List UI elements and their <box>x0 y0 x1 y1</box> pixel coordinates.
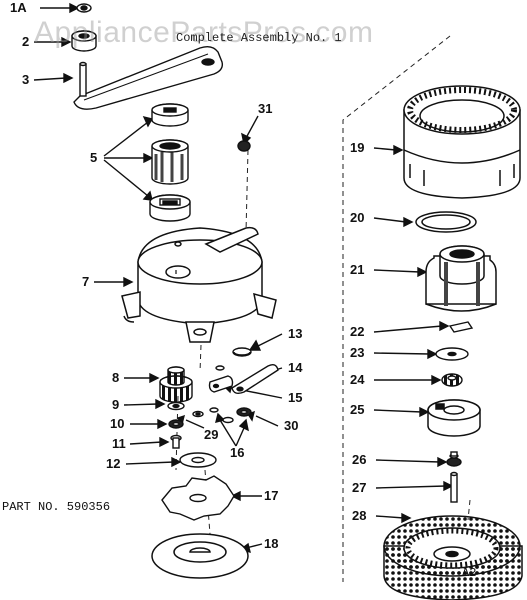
header-text: Complete Assembly No. 1 <box>176 31 342 45</box>
part-5-cam-stack <box>149 103 191 222</box>
part-22-key <box>448 321 474 333</box>
callout-18: 18 <box>264 536 279 551</box>
part-31-cap <box>237 140 251 152</box>
callout-19: 19 <box>350 140 365 155</box>
callout-2: 2 <box>22 34 30 49</box>
part-2-spacer <box>71 30 97 52</box>
callout-3: 3 <box>22 72 30 87</box>
callout-28: 28 <box>352 508 367 523</box>
callout-26: 26 <box>352 452 367 467</box>
part-28-knurled-ring <box>383 515 523 600</box>
callout-9: 9 <box>112 397 120 412</box>
callout-24: 24 <box>350 372 365 387</box>
callout-5: 5 <box>90 150 98 165</box>
part-21-motor-housing <box>425 245 497 312</box>
callout-31: 31 <box>258 101 273 116</box>
part-26-stud-nut <box>446 451 462 467</box>
callout-10: 10 <box>110 416 125 431</box>
part-20-o-ring <box>415 211 477 233</box>
part-8-gear <box>159 366 193 403</box>
part-30-nut <box>236 407 252 417</box>
callout-25: 25 <box>350 402 365 417</box>
drawing-code: A2 <box>462 566 477 580</box>
part-27-pin <box>450 471 458 503</box>
part-29-washer <box>192 410 204 418</box>
part-9-washer <box>167 401 185 411</box>
part-15-link <box>208 365 234 393</box>
callout-12: 12 <box>106 456 121 471</box>
callout-17: 17 <box>264 488 279 503</box>
part-19-drum <box>403 85 521 199</box>
part-25-cup <box>427 399 481 437</box>
part-12-washer <box>179 452 217 468</box>
part-number: PART NO. 590356 <box>2 500 111 514</box>
callout-14: 14 <box>288 360 303 375</box>
part-14-lever <box>231 363 279 395</box>
callout-22: 22 <box>350 324 365 339</box>
callout-15: 15 <box>288 390 303 405</box>
callout-11: 11 <box>112 436 126 451</box>
part-17-cam-plate <box>161 475 235 521</box>
watermark: AppliancePartsPros.com <box>34 16 374 49</box>
part-24-small-gear <box>441 373 463 387</box>
part-1a-nut <box>76 3 92 13</box>
callout-27: 27 <box>352 480 367 495</box>
part-16-washers <box>209 407 234 424</box>
part-3-crank-arm <box>73 45 224 110</box>
callout-13: 13 <box>288 326 303 341</box>
part-11-screw <box>170 434 182 449</box>
callout-1a: 1A <box>10 0 27 15</box>
part-10-lock-washer <box>168 419 184 429</box>
part-18-base-plate <box>151 533 249 579</box>
part-7-housing <box>121 226 277 343</box>
part-23-washer <box>435 347 469 361</box>
callout-20: 20 <box>350 210 365 225</box>
callout-7: 7 <box>82 274 90 289</box>
callout-29: 29 <box>204 427 219 442</box>
callout-21: 21 <box>350 262 365 277</box>
part-13-clip <box>232 347 252 357</box>
callout-30: 30 <box>284 418 299 433</box>
callout-8: 8 <box>112 370 120 385</box>
callout-23: 23 <box>350 345 365 360</box>
leader-lines <box>33 2 454 553</box>
callout-16: 16 <box>230 445 245 460</box>
